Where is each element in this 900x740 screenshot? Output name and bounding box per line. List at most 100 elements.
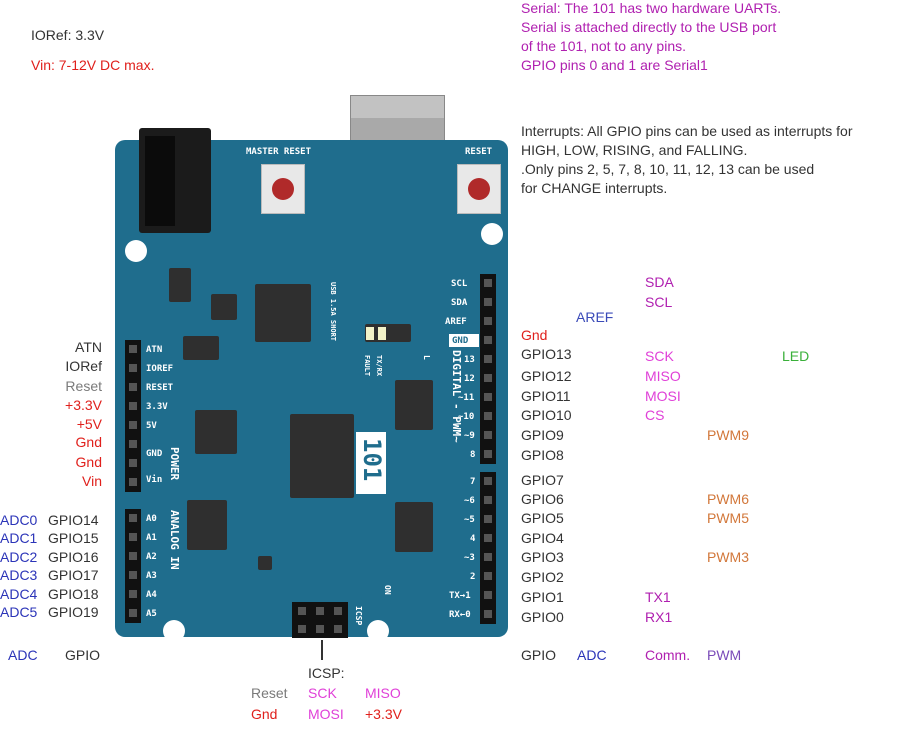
adc-label: ADC2 <box>0 549 38 565</box>
gnd-pin-badge <box>449 334 479 347</box>
digital-pin-label: GND <box>452 336 469 346</box>
chip <box>195 410 237 454</box>
on-label: ON <box>383 585 392 595</box>
analog-pin-label: A2 <box>146 552 157 562</box>
gpio-label: GPIO12 <box>521 368 572 384</box>
vin-note: Vin: 7-12V DC max. <box>31 57 155 73</box>
led-indicator <box>366 327 374 340</box>
digital-header-top <box>480 274 496 464</box>
gpio-label: GPIO1 <box>521 589 564 605</box>
pin-label-5v: +5V <box>76 416 102 432</box>
model-label: 101 <box>358 438 386 482</box>
adc-label: ADC1 <box>0 530 38 546</box>
fault-label: FAULT <box>363 355 371 377</box>
gpio-label: GPIO5 <box>521 510 564 526</box>
pin-label-gnd: Gnd <box>75 434 102 450</box>
analog-pin-label: A5 <box>146 609 157 619</box>
gpio-label: GPIO6 <box>521 491 564 507</box>
digital-pin-label: 8 <box>470 450 476 460</box>
chip <box>258 556 272 570</box>
adc-label: ADC5 <box>0 604 38 620</box>
chip <box>211 294 237 320</box>
gpio-label: GPIO10 <box>521 407 572 423</box>
icsp-miso: MISO <box>365 685 401 701</box>
pin-label-atn: ATN <box>75 339 102 355</box>
digital-header-bottom <box>480 472 496 624</box>
power-pin-label: RESET <box>146 383 174 393</box>
pin-label-scl: SCL <box>645 294 673 310</box>
spi-label: MOSI <box>645 388 681 404</box>
gpio-label: GPIO9 <box>521 427 564 443</box>
serial-note-line: Serial is attached directly to the USB p… <box>521 19 777 35</box>
digital-pin-label: ~3 <box>464 553 475 563</box>
mounting-hole <box>367 620 389 642</box>
digital-pin-label: ~6 <box>464 496 475 506</box>
serial-tx-label: TX1 <box>645 589 671 605</box>
power-pin-label: GND <box>146 449 163 459</box>
pin-label-aref: AREF <box>576 309 614 325</box>
chip <box>183 336 219 360</box>
icsp-mosi: MOSI <box>308 706 344 722</box>
digital-pin-label: 7 <box>470 477 476 487</box>
analog-section-label: ANALOG IN <box>168 510 181 570</box>
analog-header <box>125 509 141 623</box>
interrupt-note-line: .Only pins 2, 5, 7, 8, 10, 11, 12, 13 ca… <box>521 161 815 177</box>
ioref-note: IORef: 3.3V <box>31 27 105 43</box>
pin-label-vin: Vin <box>82 473 102 489</box>
mounting-hole <box>125 240 147 262</box>
digital-pin-label: 4 <box>470 534 476 544</box>
spi-label: SCK <box>645 348 674 364</box>
digital-pin-label: SCL <box>451 279 468 289</box>
power-header <box>125 340 141 492</box>
reset-button[interactable] <box>457 164 501 214</box>
pin-label-3v3: +3.3V <box>65 397 102 413</box>
mounting-hole <box>481 223 503 245</box>
power-section-label: POWER <box>168 447 181 481</box>
icsp-reset: Reset <box>251 685 288 701</box>
digital-pin-label: RX←0 <box>449 610 471 620</box>
spi-label: CS <box>645 407 665 423</box>
icsp-title: ICSP: <box>308 665 345 681</box>
main-processor-chip <box>290 414 354 498</box>
pwm-label: PWM3 <box>707 549 749 565</box>
legend-pwm: PWM <box>707 647 742 663</box>
digital-pin-label: ~5 <box>464 515 475 525</box>
gpio-label: GPIO4 <box>521 530 564 546</box>
power-pin-label: Vin <box>146 475 163 485</box>
gpio-label: GPIO14 <box>48 512 99 528</box>
power-pin-label: 3.3V <box>146 402 168 412</box>
interrupt-note-line: HIGH, LOW, RISING, and FALLING. <box>521 142 748 158</box>
txrx-label: TX/RX <box>375 355 383 377</box>
icsp-pointer <box>321 640 323 660</box>
digital-pin-label: AREF <box>445 317 467 327</box>
gpio-label: GPIO0 <box>521 609 564 625</box>
gpio-label: GPIO19 <box>48 604 99 620</box>
analog-pin-label: A1 <box>146 533 157 543</box>
gpio-label: GPIO8 <box>521 447 564 463</box>
pwm-label: PWM9 <box>707 427 749 443</box>
gpio-label: GPIO16 <box>48 549 99 565</box>
gpio-label: GPIO2 <box>521 569 564 585</box>
gpio-label: GPIO3 <box>521 549 564 565</box>
serial-rx-label: RX1 <box>645 609 673 625</box>
master-reset-button[interactable] <box>261 164 305 214</box>
power-pin-label: IOREF <box>146 364 174 374</box>
digital-pin-label: SDA <box>451 298 468 308</box>
legend-adc: ADC <box>577 647 607 663</box>
chip <box>395 502 433 552</box>
chip <box>395 380 433 430</box>
analog-pin-label: A3 <box>146 571 157 581</box>
pwm-label: PWM5 <box>707 510 749 526</box>
serial-note-line: GPIO pins 0 and 1 are Serial1 <box>521 57 708 73</box>
pin-label-gnd: Gnd <box>75 454 102 470</box>
power-pin-label: ATN <box>146 345 163 355</box>
legend-comm: Comm. <box>645 647 691 663</box>
gpio-label: GPIO13 <box>521 346 572 362</box>
serial-note-line: Serial: The 101 has two hardware UARTs. <box>521 0 782 16</box>
pin-label-ioref: IORef <box>65 358 102 374</box>
pin-label-gnd: Gnd <box>521 327 548 343</box>
gpio-label: GPIO18 <box>48 586 99 602</box>
l-label: L <box>422 355 431 360</box>
serial-note-line: of the 101, not to any pins. <box>521 38 687 54</box>
chip <box>255 284 311 342</box>
